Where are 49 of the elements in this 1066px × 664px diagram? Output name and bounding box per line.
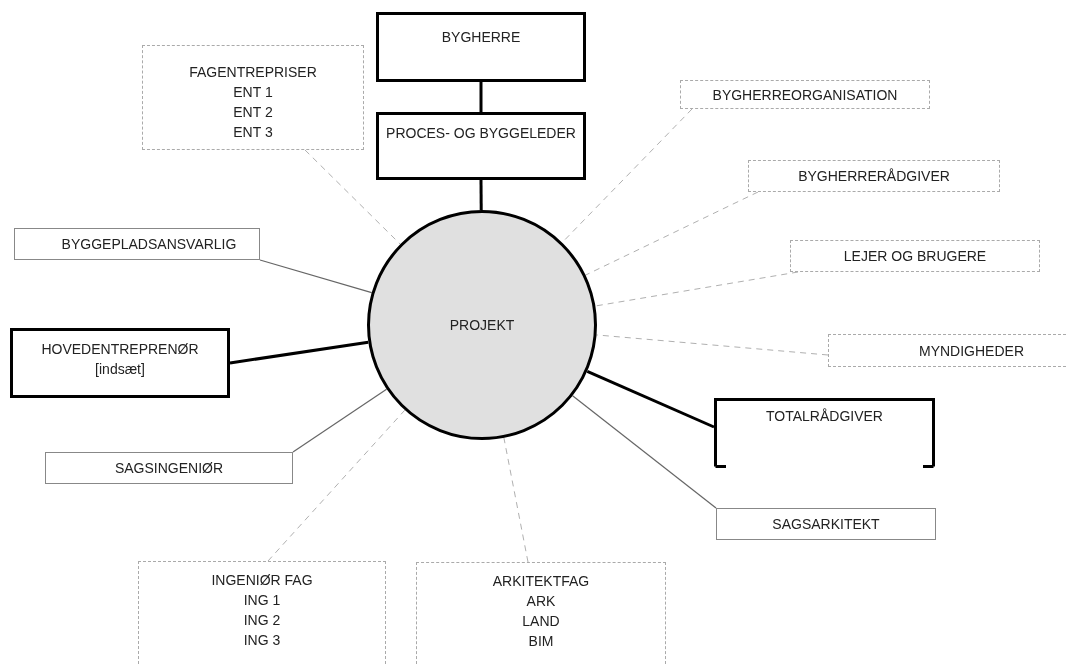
role-box xyxy=(45,452,293,484)
role-label: FAGENTREPRISER xyxy=(189,62,317,82)
connector-line xyxy=(572,395,717,509)
role-item: ING 2 xyxy=(243,611,281,630)
role-label: SAGSARKITEKT xyxy=(772,515,880,534)
role-label: PROCES- OG BYGGELEDER xyxy=(386,124,576,143)
dashed-role-box xyxy=(748,160,1000,192)
role-label: ARKITEKTFAG xyxy=(492,572,590,591)
role-item: ARK xyxy=(526,592,556,611)
role-label: MYNDIGHEDER xyxy=(919,341,1024,361)
role-item: BIM xyxy=(528,632,554,651)
connector-line xyxy=(292,388,388,453)
dashed-role-box xyxy=(828,334,1066,367)
dashed-role-box xyxy=(138,561,386,664)
role-label: LEJER OG BRUGERE xyxy=(843,247,987,266)
role-label: TOTALRÅDGIVER xyxy=(766,407,883,426)
dashed-role-box xyxy=(142,45,364,150)
connector-line xyxy=(259,259,373,294)
role-label: HOVEDENTREPRENØR xyxy=(41,340,199,359)
role-label: INGENIØR FAG xyxy=(211,571,313,590)
dashed-role-box xyxy=(416,562,666,664)
role-item: ING 3 xyxy=(243,631,281,650)
connector-line xyxy=(479,82,483,112)
role-label: BYGHERRE xyxy=(441,28,521,47)
connector-line xyxy=(479,180,483,210)
connector-line xyxy=(586,369,715,429)
role-box xyxy=(376,12,586,82)
dashed-role-box xyxy=(680,80,930,109)
role-item: ENT 2 xyxy=(233,102,273,122)
bracket-role-box xyxy=(714,398,935,468)
role-label: PROJEKT xyxy=(449,316,515,335)
role-box xyxy=(376,112,586,180)
dashed-role-box xyxy=(790,240,1040,272)
role-item: ING 1 xyxy=(243,591,281,610)
role-item: [indsæt] xyxy=(95,360,145,379)
role-box xyxy=(14,228,260,260)
connector-line xyxy=(304,149,401,245)
role-label: BYGHERRERÅDGIVER xyxy=(798,167,950,186)
role-item: ENT 1 xyxy=(233,82,273,102)
connector-line xyxy=(229,340,369,365)
role-box xyxy=(716,508,936,540)
role-label: BYGHERREORGANISATION xyxy=(712,85,898,105)
role-item: ENT 3 xyxy=(233,122,273,142)
role-box xyxy=(10,328,230,398)
connector-line xyxy=(585,191,759,276)
role-item: LAND xyxy=(522,612,560,631)
role-label: SAGSINGENIØR xyxy=(114,459,224,478)
role-label: BYGGEPLADSANSVARLIG xyxy=(61,235,237,254)
connector-line xyxy=(267,409,406,562)
